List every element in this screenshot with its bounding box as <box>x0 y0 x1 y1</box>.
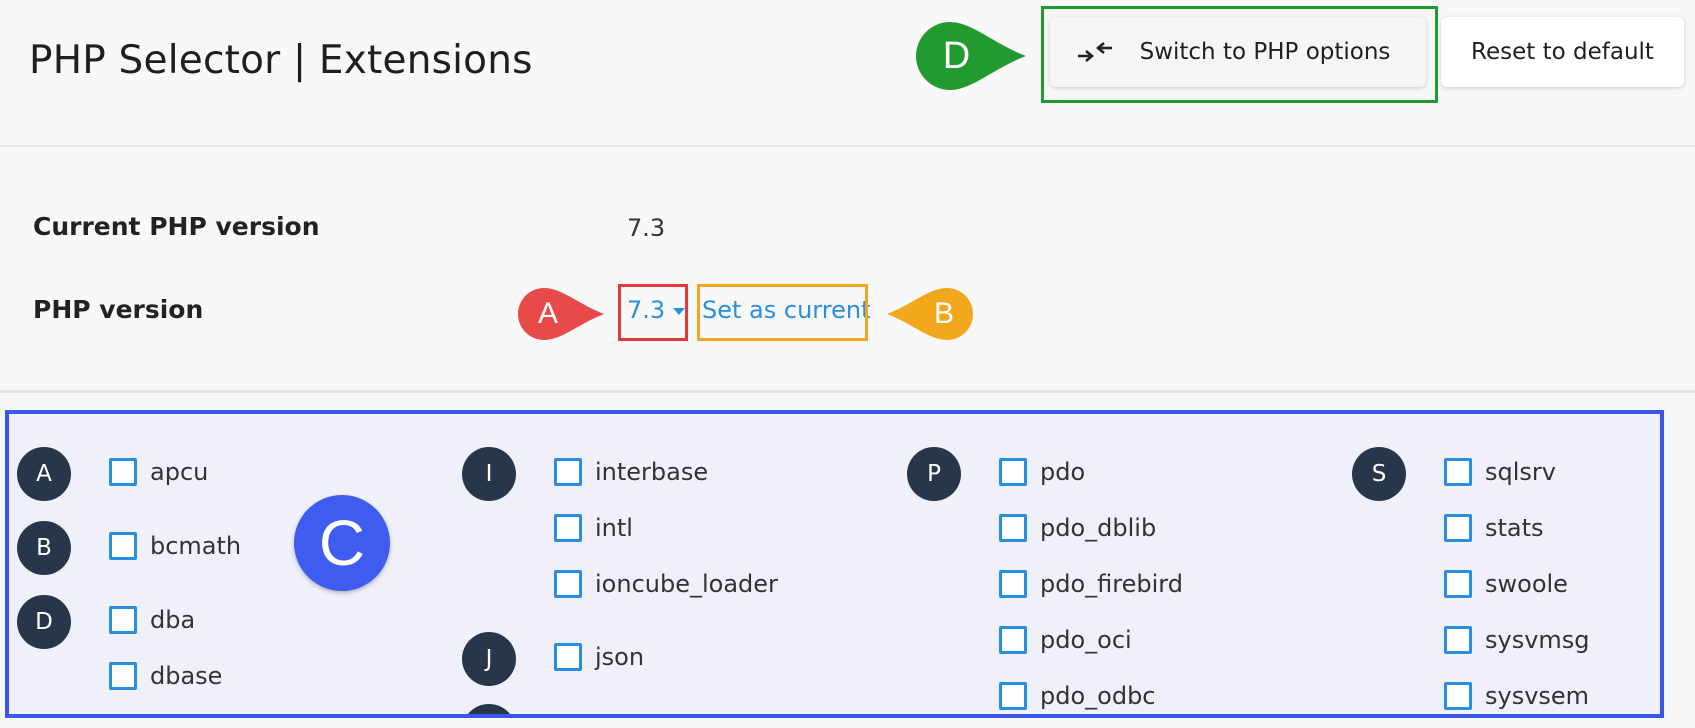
callout-box-b <box>697 284 868 341</box>
extension-checkbox[interactable] <box>554 643 582 671</box>
extension-checkbox[interactable] <box>554 458 582 486</box>
callout-marker-a: A <box>516 286 606 342</box>
switch-arrows-icon <box>1077 42 1112 62</box>
set-as-current-link[interactable]: Set as current <box>702 296 871 324</box>
extension-label: pdo_oci <box>1040 626 1132 654</box>
switch-button-label: Switch to PHP options <box>1139 39 1391 65</box>
current-php-version-label: Current PHP version <box>33 212 320 241</box>
extension-item[interactable]: pdo_firebird <box>999 570 1183 598</box>
extension-item[interactable]: sqlsrv <box>1444 458 1556 486</box>
callout-box-a <box>618 284 688 341</box>
header-divider <box>0 145 1695 147</box>
extension-item[interactable]: swoole <box>1444 570 1568 598</box>
extension-label: sysvsem <box>1485 682 1590 710</box>
extension-checkbox[interactable] <box>109 606 137 634</box>
extensions-list: A apcu B bcmath D dba dbase I interbase … <box>9 414 1660 714</box>
extension-item[interactable]: dbase <box>109 662 222 690</box>
switch-to-php-options-button[interactable]: Switch to PHP options <box>1050 17 1426 87</box>
extension-label: pdo <box>1040 458 1086 486</box>
extension-label: sqlsrv <box>1485 458 1556 486</box>
extension-label: pdo_dblib <box>1040 514 1157 542</box>
marker-pin-icon <box>518 288 604 340</box>
extension-label: interbase <box>595 458 709 486</box>
callout-box-c <box>5 410 1664 718</box>
extension-checkbox[interactable] <box>109 532 137 560</box>
extension-label: bcmath <box>150 532 242 560</box>
extension-item[interactable]: sysvmsg <box>1444 626 1590 654</box>
letter-badge-a: A <box>17 447 71 501</box>
extension-label: ioncube_loader <box>595 570 778 598</box>
extension-label: dba <box>150 606 196 634</box>
callout-marker-b: B <box>885 286 975 342</box>
letter-badge-j: J <box>462 632 516 686</box>
marker-label: D <box>942 34 971 77</box>
php-version-selected: 7.3 <box>627 296 666 324</box>
letter-badge-s: S <box>1352 447 1406 501</box>
extension-label: pdo_firebird <box>1040 570 1183 598</box>
extension-label: json <box>595 643 645 671</box>
extension-checkbox[interactable] <box>554 570 582 598</box>
callout-marker-d: D <box>914 20 1029 92</box>
extension-checkbox[interactable] <box>999 570 1027 598</box>
reset-to-default-button[interactable]: Reset to default <box>1441 17 1684 87</box>
letter-badge-partial <box>462 704 516 714</box>
callout-marker-c: C <box>294 495 390 591</box>
extension-label: swoole <box>1485 570 1568 598</box>
extension-item[interactable]: pdo_oci <box>999 626 1132 654</box>
marker-pin-icon <box>916 22 1026 90</box>
extension-checkbox[interactable] <box>1444 458 1472 486</box>
extension-item[interactable]: ioncube_loader <box>554 570 778 598</box>
extension-item[interactable]: apcu <box>109 458 208 486</box>
marker-label: A <box>537 297 558 330</box>
extension-label: pdo_odbc <box>1040 682 1156 710</box>
extension-item[interactable]: sysvsem <box>1444 682 1589 710</box>
caret-down-icon <box>673 308 686 315</box>
php-version-label: PHP version <box>33 295 204 324</box>
marker-pin-icon <box>887 288 973 340</box>
extension-item[interactable]: dba <box>109 606 195 634</box>
current-php-version-value: 7.3 <box>627 214 666 242</box>
extension-label: sysvmsg <box>1485 626 1590 654</box>
letter-badge-d: D <box>17 595 71 649</box>
letter-badge-i: I <box>462 447 516 501</box>
extension-item[interactable]: interbase <box>554 458 708 486</box>
marker-label: B <box>933 297 954 330</box>
extension-checkbox[interactable] <box>999 626 1027 654</box>
extension-checkbox[interactable] <box>109 662 137 690</box>
letter-badge-b: B <box>17 521 71 575</box>
extension-checkbox[interactable] <box>1444 514 1472 542</box>
extension-item[interactable]: pdo_odbc <box>999 682 1156 710</box>
extension-checkbox[interactable] <box>999 458 1027 486</box>
extension-checkbox[interactable] <box>1444 570 1472 598</box>
extension-checkbox[interactable] <box>109 458 137 486</box>
extension-label: intl <box>595 514 633 542</box>
letter-badge-p: P <box>907 447 961 501</box>
section-divider <box>0 390 1695 393</box>
php-version-dropdown[interactable]: 7.3 <box>627 296 686 324</box>
page-title: PHP Selector | Extensions <box>29 38 533 83</box>
callout-box-d <box>1041 6 1438 103</box>
extension-checkbox[interactable] <box>1444 626 1472 654</box>
extension-item[interactable]: stats <box>1444 514 1544 542</box>
extension-label: stats <box>1485 514 1544 542</box>
extension-label: dbase <box>150 662 223 690</box>
extension-item[interactable]: bcmath <box>109 532 241 560</box>
extension-item[interactable]: pdo <box>999 458 1085 486</box>
extension-label: apcu <box>150 458 209 486</box>
extension-item[interactable]: pdo_dblib <box>999 514 1156 542</box>
extension-item[interactable]: intl <box>554 514 633 542</box>
extension-item[interactable]: json <box>554 643 644 671</box>
extension-checkbox[interactable] <box>999 682 1027 710</box>
extension-checkbox[interactable] <box>999 514 1027 542</box>
extension-checkbox[interactable] <box>554 514 582 542</box>
extension-checkbox[interactable] <box>1444 682 1472 710</box>
